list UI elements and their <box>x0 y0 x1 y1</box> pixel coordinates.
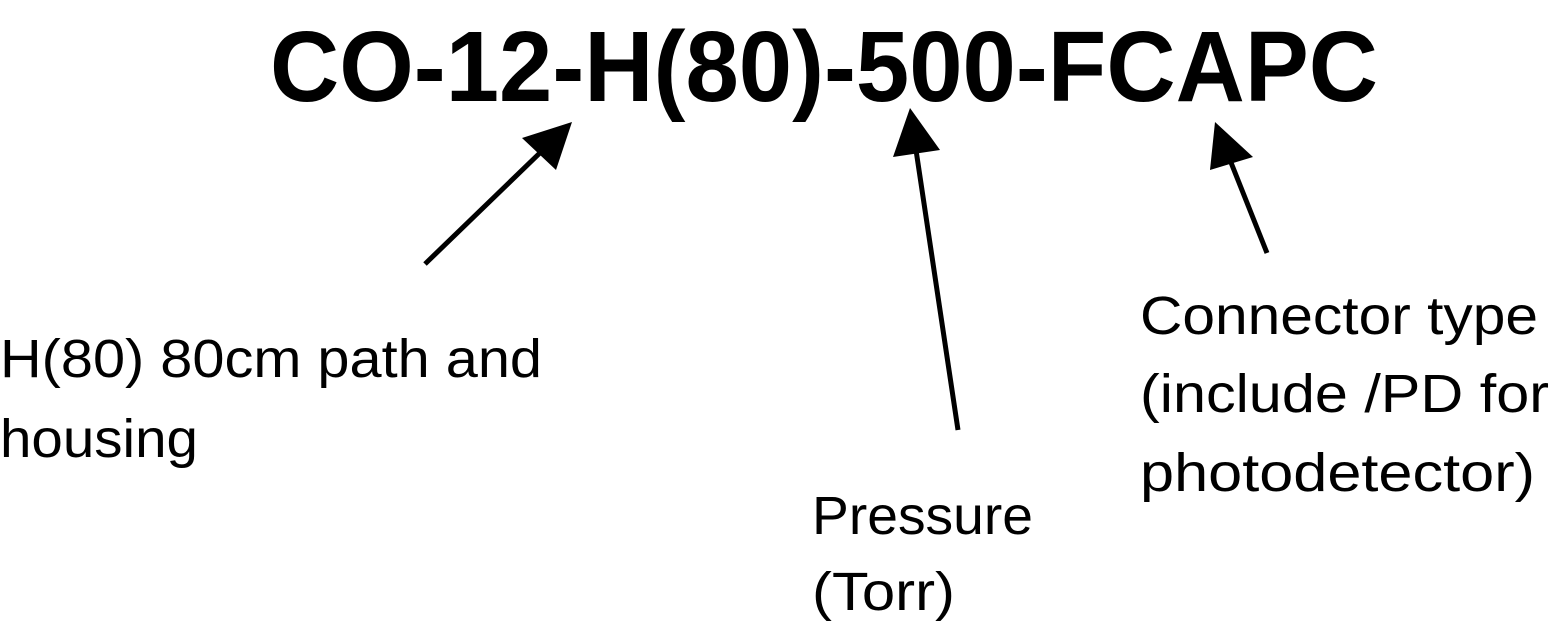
arrow-connector <box>1210 122 1270 254</box>
label-line: H(80) 80cm path and <box>0 329 542 389</box>
arrow-path-housing <box>423 122 572 266</box>
label-line: (Torr) <box>812 562 955 622</box>
label-line: photodetector) <box>1140 443 1535 503</box>
arrow-pressure <box>893 108 961 431</box>
part-number-title: CO-12-H(80)-500-FCAPC <box>270 11 1378 123</box>
label-line: Pressure <box>812 486 1033 546</box>
label-line: Connector type <box>1140 286 1538 346</box>
label-pressure: Pressure (Torr) <box>812 486 1033 622</box>
label-path-housing: H(80) 80cm path and housing <box>0 329 542 469</box>
label-line: housing <box>0 409 198 469</box>
label-line: (include /PD for <box>1140 364 1549 424</box>
label-connector: Connector type (include /PD for photodet… <box>1140 286 1549 503</box>
